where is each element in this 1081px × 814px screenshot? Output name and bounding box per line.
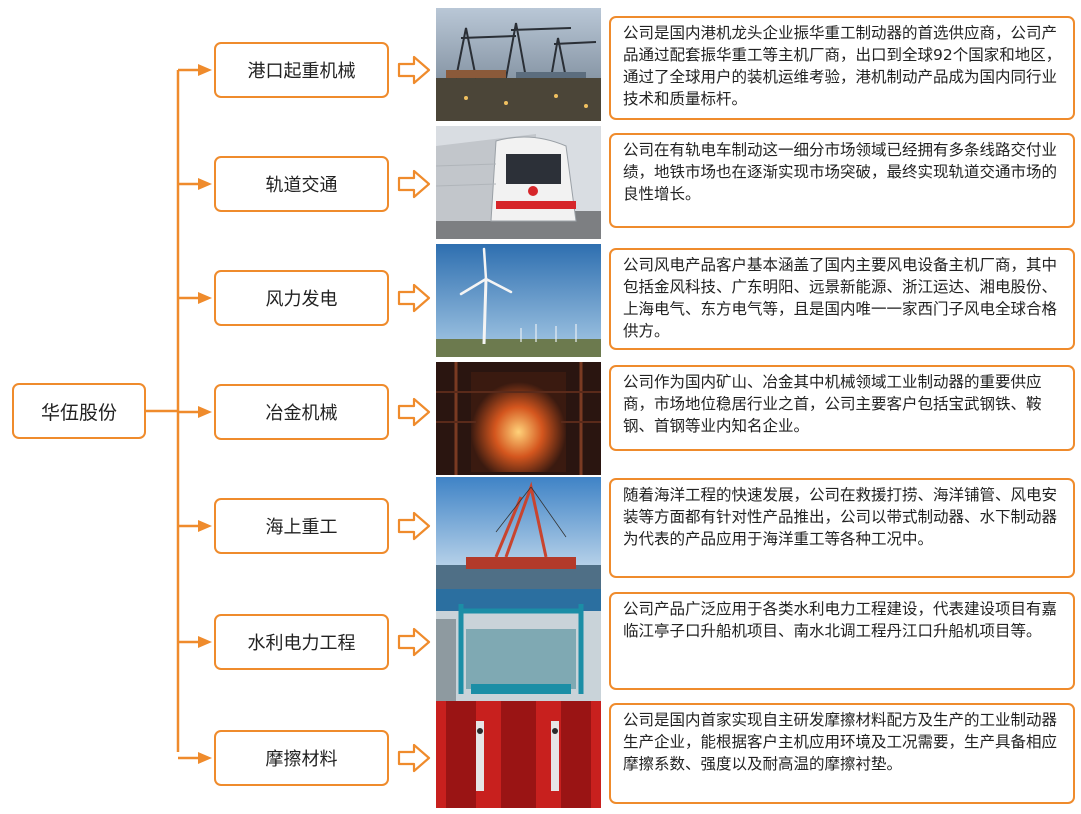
category-hydro-power: 水利电力工程 (214, 614, 389, 670)
description-friction-material: 公司是国内首家实现自主研发摩擦材料配方及生产的工业制动器生产企业，能根据客户主机… (609, 703, 1075, 804)
branch-arrowhead-4 (198, 520, 212, 532)
category-label: 海上重工 (265, 517, 338, 538)
category-label: 水利电力工程 (247, 633, 356, 654)
description-metallurgy: 公司作为国内矿山、冶金其中机械领域工业制动器的重要供应商，市场地位稳居行业之首，… (609, 365, 1075, 451)
description-port-cranes: 公司是国内港机龙头企业振华重工制动器的首选供应商，公司产品通过配套振华重工等主机… (609, 16, 1075, 120)
offshore-crane-photo (436, 477, 601, 590)
category-label: 港口起重机械 (247, 61, 356, 82)
root-node: 华伍股份 (12, 383, 146, 439)
hollow-arrow-icon (397, 511, 431, 541)
description-text: 公司作为国内矿山、冶金其中机械领域工业制动器的重要供应商，市场地位稳居行业之首，… (623, 373, 1042, 435)
metro-train-photo (436, 126, 601, 239)
category-friction-material: 摩擦材料 (214, 730, 389, 786)
branch-arrowhead-3 (198, 406, 212, 418)
category-offshore-heavy: 海上重工 (214, 498, 389, 554)
hollow-arrow-icon (397, 743, 431, 773)
description-text: 随着海洋工程的快速发展，公司在救援打捞、海洋铺管、风电安装等方面都有针对性产品推… (623, 486, 1058, 548)
description-wind-power: 公司风电产品客户基本涵盖了国内主要风电设备主机厂商，其中包括金风科技、广东明阳、… (609, 248, 1075, 350)
description-text: 公司是国内港机龙头企业振华重工制动器的首选供应商，公司产品通过配套振华重工等主机… (623, 24, 1062, 108)
category-label: 风力发电 (265, 289, 338, 310)
root-label: 华伍股份 (40, 401, 117, 424)
description-text: 公司产品广泛应用于各类水利电力工程建设，代表建设项目有嘉临江亭子口升船机项目、南… (623, 600, 1058, 640)
category-label: 冶金机械 (265, 403, 338, 424)
branch-arrowhead-1 (198, 178, 212, 190)
ship-lift-photo (436, 589, 601, 702)
hollow-arrow-icon (397, 55, 431, 85)
category-rail-transit: 轨道交通 (214, 156, 389, 212)
description-offshore-heavy: 随着海洋工程的快速发展，公司在救援打捞、海洋铺管、风电安装等方面都有针对性产品推… (609, 478, 1075, 578)
branch-arrowhead-6 (198, 752, 212, 764)
hollow-arrow-icon (397, 169, 431, 199)
hollow-arrow-icon (397, 397, 431, 427)
description-text: 公司是国内首家实现自主研发摩擦材料配方及生产的工业制动器生产企业，能根据客户主机… (623, 711, 1058, 773)
branch-arrowhead-2 (198, 292, 212, 304)
friction-material-photo (436, 701, 601, 814)
description-text: 公司风电产品客户基本涵盖了国内主要风电设备主机厂商，其中包括金风科技、广东明阳、… (623, 256, 1058, 340)
description-hydro-power: 公司产品广泛应用于各类水利电力工程建设，代表建设项目有嘉临江亭子口升船机项目、南… (609, 592, 1075, 690)
port-crane-photo (436, 8, 601, 121)
category-wind-power: 风力发电 (214, 270, 389, 326)
category-port-cranes: 港口起重机械 (214, 42, 389, 98)
hollow-arrow-icon (397, 283, 431, 313)
wind-turbine-photo (436, 244, 601, 357)
branch-arrowhead-0 (198, 64, 212, 76)
hollow-arrow-icon (397, 627, 431, 657)
steel-mill-photo (436, 362, 601, 475)
category-label: 轨道交通 (265, 175, 338, 196)
description-rail-transit: 公司在有轨电车制动这一细分市场领域已经拥有多条线路交付业绩，地铁市场也在逐渐实现… (609, 133, 1075, 228)
category-label: 摩擦材料 (265, 749, 338, 770)
branch-arrowhead-5 (198, 636, 212, 648)
description-text: 公司在有轨电车制动这一细分市场领域已经拥有多条线路交付业绩，地铁市场也在逐渐实现… (623, 141, 1058, 203)
category-metallurgy: 冶金机械 (214, 384, 389, 440)
